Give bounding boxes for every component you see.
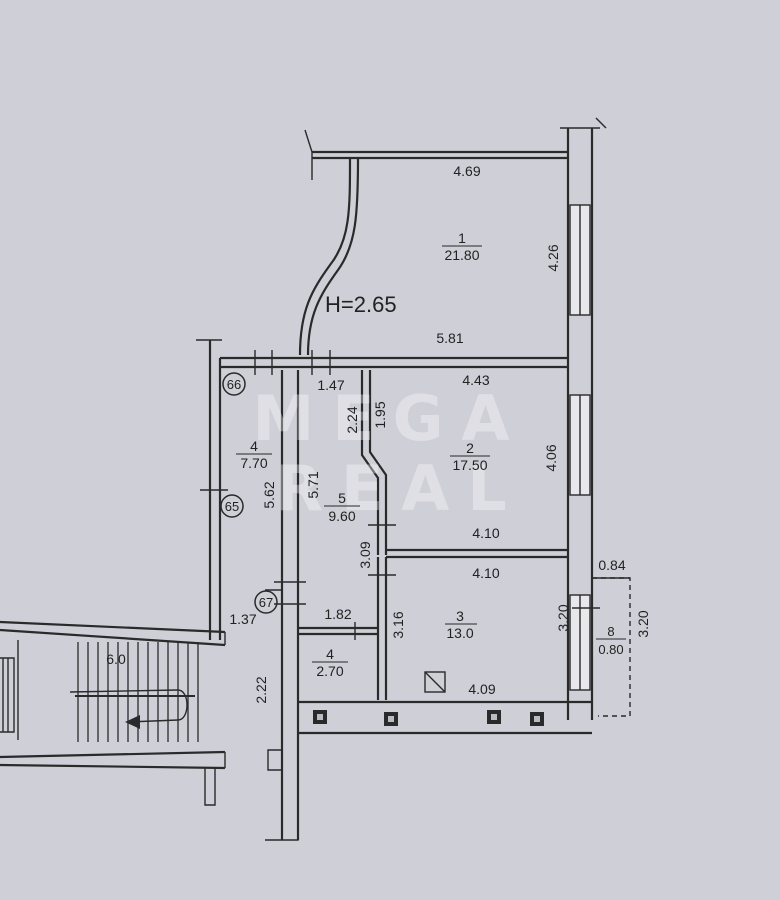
dim-label: 4.69 xyxy=(453,163,480,179)
dim-label: 2.22 xyxy=(253,676,269,703)
room-area: 2.70 xyxy=(316,663,343,679)
room-area: 0.80 xyxy=(598,642,623,657)
marker-65: 65 xyxy=(220,494,244,518)
dim-label: 3.20 xyxy=(555,604,571,631)
marker-66-label: 66 xyxy=(227,377,241,392)
dim-label: 4.10 xyxy=(472,565,499,581)
room-area: 13.0 xyxy=(446,625,473,641)
dim-label: 4.26 xyxy=(545,244,561,271)
room-number: 3 xyxy=(456,608,464,624)
dim-label: 3.16 xyxy=(390,611,406,638)
room-1-walls xyxy=(298,117,607,720)
room-number: 1 xyxy=(458,230,466,246)
room-number: 4 xyxy=(250,438,258,454)
room-number: 2 xyxy=(466,440,474,456)
dim-label: 0.84 xyxy=(598,557,625,573)
watermark-line-2: REAL xyxy=(275,452,525,525)
room-area: 9.60 xyxy=(328,508,355,524)
dim-label: 2.24 xyxy=(344,406,360,433)
room-number: 4 xyxy=(326,646,334,662)
marker-65-label: 65 xyxy=(225,499,239,514)
dim-label: 4.43 xyxy=(462,372,489,388)
dim-label: 5.81 xyxy=(436,330,463,346)
room-5-label: 5 9.60 xyxy=(324,490,360,524)
dim-label: 1.37 xyxy=(229,611,256,627)
vent-symbol xyxy=(424,671,446,693)
room-area: 7.70 xyxy=(240,455,267,471)
room-4a-label: 4 7.70 xyxy=(236,438,272,471)
dim-label: 6.0 xyxy=(106,651,126,667)
ceiling-height-label: H=2.65 xyxy=(325,292,397,317)
marker-67: 67 xyxy=(254,590,278,614)
dim-label: 4.06 xyxy=(543,444,559,471)
room-number: 5 xyxy=(338,490,346,506)
middle-walls xyxy=(196,339,631,841)
staircase xyxy=(0,620,226,806)
dim-label: 3.20 xyxy=(635,610,651,637)
marker-66: 66 xyxy=(222,372,246,396)
dim-label: 4.10 xyxy=(472,525,499,541)
marker-67-label: 67 xyxy=(259,595,273,610)
dim-label: 1.82 xyxy=(324,606,351,622)
room-number: 8 xyxy=(607,624,614,639)
dim-label: 1.95 xyxy=(372,401,388,428)
dimension-labels: 4.69 4.26 5.81 1.47 2.24 1.95 4.43 4.06 … xyxy=(106,163,651,704)
room-8-label: 8 0.80 xyxy=(596,624,626,657)
room-3-label: 3 13.0 xyxy=(445,608,477,641)
room-4b-label: 4 2.70 xyxy=(312,646,348,679)
room-2-label: 2 17.50 xyxy=(450,440,490,473)
dim-label: 1.47 xyxy=(317,377,344,393)
watermark-line-1: MEGA xyxy=(253,382,528,455)
dim-label: 3.09 xyxy=(357,541,373,568)
dim-label: 5.71 xyxy=(305,471,321,498)
room-1-label: 1 21.80 xyxy=(442,230,482,263)
room-area: 17.50 xyxy=(452,457,487,473)
room-area: 21.80 xyxy=(444,247,479,263)
dim-label: 5.62 xyxy=(261,481,277,508)
dim-label: 4.09 xyxy=(468,681,495,697)
